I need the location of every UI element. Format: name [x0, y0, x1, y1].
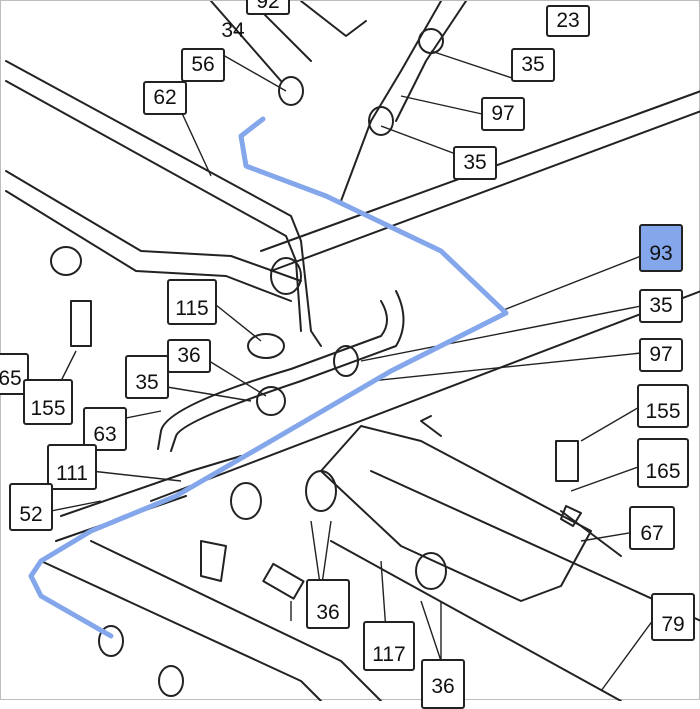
- callout-36-bottom[interactable]: 36: [421, 659, 465, 709]
- fitting-56: [278, 76, 304, 106]
- callout-34[interactable]: 34: [221, 19, 245, 42]
- callout-165[interactable]: 165: [637, 438, 689, 488]
- clamp-bottom-left: [98, 625, 124, 657]
- upper-hose: [210, 1, 282, 82]
- clamp-35: [333, 345, 359, 377]
- bushing: [270, 257, 302, 295]
- callout-111[interactable]: 111: [47, 444, 97, 490]
- clamp-plate: [305, 470, 337, 512]
- callout-92[interactable]: 92: [246, 0, 290, 15]
- upper-pipe-b: [395, 1, 467, 122]
- callout-117[interactable]: 117: [363, 621, 415, 671]
- clamp-117: [415, 552, 447, 590]
- frame-tube-middle-inner: [5, 190, 292, 302]
- lower-tube-a: [40, 560, 322, 701]
- bolt-bottom: [262, 562, 305, 600]
- frame-tube-middle: [5, 170, 302, 282]
- callout-35-mid[interactable]: 35: [453, 146, 497, 180]
- callout-62[interactable]: 62: [143, 81, 187, 115]
- clamp-36: [256, 386, 286, 416]
- frame-tube-upper: [5, 60, 322, 347]
- plate-tab: [420, 415, 442, 437]
- callout-56[interactable]: 56: [181, 48, 225, 82]
- bolt-left: [70, 300, 92, 347]
- callout-155-left[interactable]: 155: [23, 379, 73, 425]
- rail-left: [60, 455, 242, 517]
- nut-right: [560, 505, 582, 527]
- callout-35-top[interactable]: 35: [511, 48, 555, 82]
- callout-97-top[interactable]: 97: [481, 97, 525, 131]
- plate-edge: [560, 510, 622, 557]
- bolt-right: [555, 440, 579, 482]
- callout-52[interactable]: 52: [9, 483, 53, 531]
- callout-63[interactable]: 63: [83, 407, 127, 451]
- callout-155-right[interactable]: 155: [637, 384, 689, 428]
- bent-bar-inner: [157, 300, 388, 450]
- leader-lines: [50, 50, 657, 692]
- mount-plate: [320, 425, 592, 602]
- bushing-lower: [230, 482, 262, 520]
- callout-79[interactable]: 79: [651, 593, 695, 641]
- callout-35-right[interactable]: 35: [639, 289, 683, 323]
- callout-36-bottom-left[interactable]: 36: [306, 579, 350, 629]
- callout-35-left[interactable]: 35: [125, 355, 169, 399]
- lower-rail: [370, 470, 700, 622]
- clamp-115: [247, 333, 285, 359]
- rail-upper-inner: [270, 110, 700, 272]
- rail-middle: [150, 290, 700, 502]
- fitting-top: [300, 1, 367, 37]
- frame-tube-upper-inner: [5, 80, 302, 332]
- fitting-35-top: [418, 28, 444, 54]
- bent-bar: [170, 290, 405, 452]
- part-93-hose-highlight[interactable]: [28, 116, 509, 639]
- callout-93-selected[interactable]: 93: [639, 224, 683, 272]
- callout-23[interactable]: 23: [546, 5, 590, 37]
- fitting-35: [368, 106, 394, 136]
- lower-rail-inner: [330, 540, 622, 701]
- bracket-small: [200, 540, 227, 582]
- callout-67[interactable]: 67: [629, 506, 675, 550]
- lower-tube-b: [90, 540, 382, 701]
- clamp-bottom: [158, 665, 184, 697]
- callout-115[interactable]: 115: [167, 279, 217, 325]
- clamp-left: [50, 246, 82, 276]
- callout-97-right[interactable]: 97: [639, 338, 683, 372]
- callout-36-left[interactable]: 36: [167, 339, 211, 373]
